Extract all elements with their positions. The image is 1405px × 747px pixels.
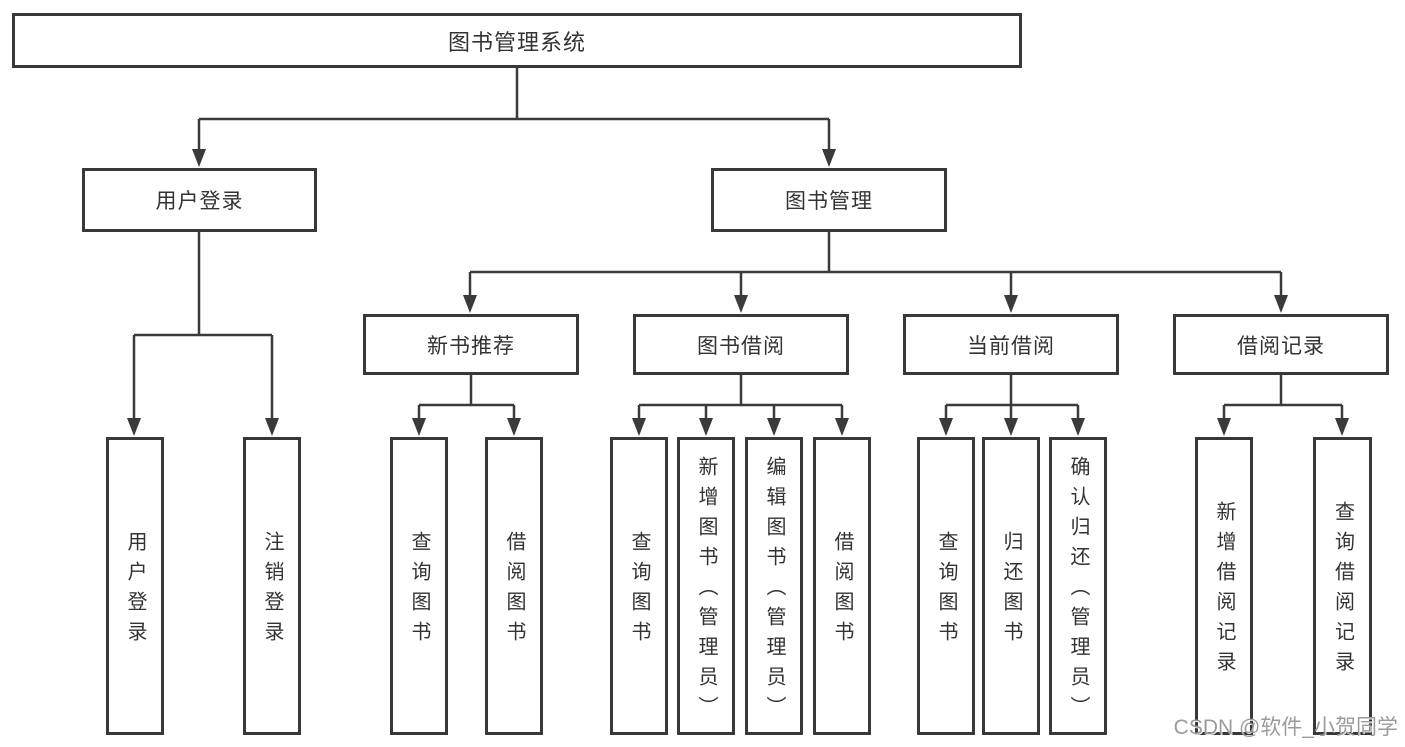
node-root-system: 图书管理系统: [12, 13, 1022, 68]
node-borrow-records: 借阅记录: [1173, 314, 1389, 375]
node-user-login-label: 用户登录: [155, 190, 244, 213]
node-leaf-query-borrow-record-label: 查询借阅记录: [1331, 501, 1354, 681]
node-leaf-return-books: 归还图书: [982, 437, 1040, 735]
node-leaf-query-books-3-label: 查询图书: [935, 531, 957, 651]
node-leaf-borrow-books-2: 借阅图书: [813, 437, 871, 735]
node-book-management-label: 图书管理: [785, 190, 873, 213]
node-leaf-confirm-return-admin-label: 确认归还（管理员）: [1067, 456, 1089, 726]
node-leaf-edit-books-admin: 编辑图书（管理员）: [745, 437, 803, 735]
csdn-watermark: CSDN @软件_小贺同学: [1173, 716, 1398, 739]
node-leaf-query-books-2: 查询图书: [610, 437, 668, 735]
node-book-borrow-label: 图书借阅: [697, 334, 785, 358]
node-leaf-borrow-books-2-label: 借阅图书: [831, 531, 853, 651]
node-new-book-recommend-label: 新书推荐: [427, 334, 515, 358]
node-leaf-user-login: 用户登录: [106, 437, 164, 735]
node-leaf-add-borrow-record-label: 新增借阅记录: [1213, 501, 1235, 681]
node-book-management: 图书管理: [711, 168, 947, 232]
node-leaf-query-books-1-label: 查询图书: [408, 531, 430, 651]
node-new-book-recommend: 新书推荐: [363, 314, 579, 375]
node-current-borrow-label: 当前借阅: [967, 334, 1055, 358]
node-root-system-label: 图书管理系统: [447, 29, 586, 55]
node-borrow-records-label: 借阅记录: [1237, 334, 1325, 358]
node-leaf-query-borrow-record: 查询借阅记录: [1313, 437, 1372, 735]
node-leaf-edit-books-admin-label: 编辑图书（管理员）: [763, 456, 785, 726]
node-leaf-user-login-label: 用户登录: [124, 531, 146, 651]
node-leaf-confirm-return-admin: 确认归还（管理员）: [1049, 437, 1107, 735]
node-leaf-logout: 注销登录: [243, 437, 301, 735]
node-current-borrow: 当前借阅: [903, 314, 1119, 375]
node-leaf-logout-label: 注销登录: [261, 531, 283, 651]
node-leaf-add-books-admin: 新增图书（管理员）: [677, 437, 735, 735]
node-leaf-add-borrow-record: 新增借阅记录: [1195, 437, 1253, 735]
node-leaf-query-books-2-label: 查询图书: [628, 531, 650, 651]
node-user-login: 用户登录: [82, 168, 317, 232]
node-leaf-query-books-1: 查询图书: [390, 437, 448, 735]
node-leaf-add-books-admin-label: 新增图书（管理员）: [695, 456, 717, 726]
node-book-borrow: 图书借阅: [633, 314, 849, 375]
node-leaf-borrow-books-1: 借阅图书: [485, 437, 543, 735]
node-leaf-return-books-label: 归还图书: [1000, 531, 1022, 651]
node-leaf-borrow-books-1-label: 借阅图书: [503, 531, 525, 651]
node-leaf-query-books-3: 查询图书: [917, 437, 975, 735]
